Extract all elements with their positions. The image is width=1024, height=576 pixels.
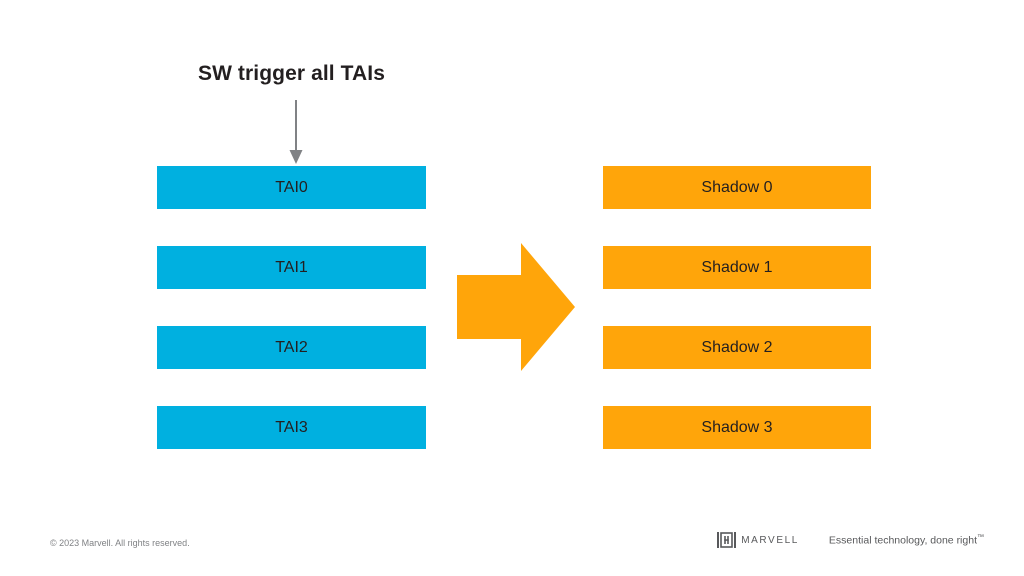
tai-box-label: TAI3 [275,418,308,436]
shadow-box-label: Shadow 0 [701,178,773,196]
marvell-logo: MARVELL [717,532,799,548]
shadow-box-label: Shadow 1 [701,258,773,276]
trademark-symbol: ™ [977,533,984,541]
right-block-arrow-icon [457,243,575,371]
shadow-box[interactable]: Shadow 2 [603,326,871,369]
brand-tagline-text: Essential technology, done right [828,534,977,547]
tai-box[interactable]: TAI0 [157,166,426,209]
marvell-logo-icon [717,532,737,548]
brand-lockup: MARVELL Essential technology, done right… [717,532,984,548]
title-pointer [276,100,316,166]
tai-box[interactable]: TAI1 [157,246,426,289]
transfer-arrow [457,243,575,371]
shadow-column: Shadow 0 Shadow 1 Shadow 2 Shadow 3 [603,166,871,449]
tai-box[interactable]: TAI2 [157,326,426,369]
shadow-box[interactable]: Shadow 3 [603,406,871,449]
brand-tagline: Essential technology, done right™ [829,534,984,547]
shadow-box-label: Shadow 3 [701,418,773,436]
shadow-box[interactable]: Shadow 1 [603,246,871,289]
tai-column: TAI0 TAI1 TAI2 TAI3 [157,166,426,449]
page-title: SW trigger all TAIs [197,62,386,85]
copyright-text: © 2023 Marvell. All rights reserved. [50,538,190,548]
tai-box-label: TAI0 [275,178,308,196]
tai-box-label: TAI2 [275,338,308,356]
shadow-box-label: Shadow 2 [701,338,773,356]
marvell-wordmark: MARVELL [741,534,799,546]
tai-box-label: TAI1 [275,258,308,276]
tai-box[interactable]: TAI3 [157,406,426,449]
shadow-box[interactable]: Shadow 0 [603,166,871,209]
down-arrow-icon [289,100,303,164]
